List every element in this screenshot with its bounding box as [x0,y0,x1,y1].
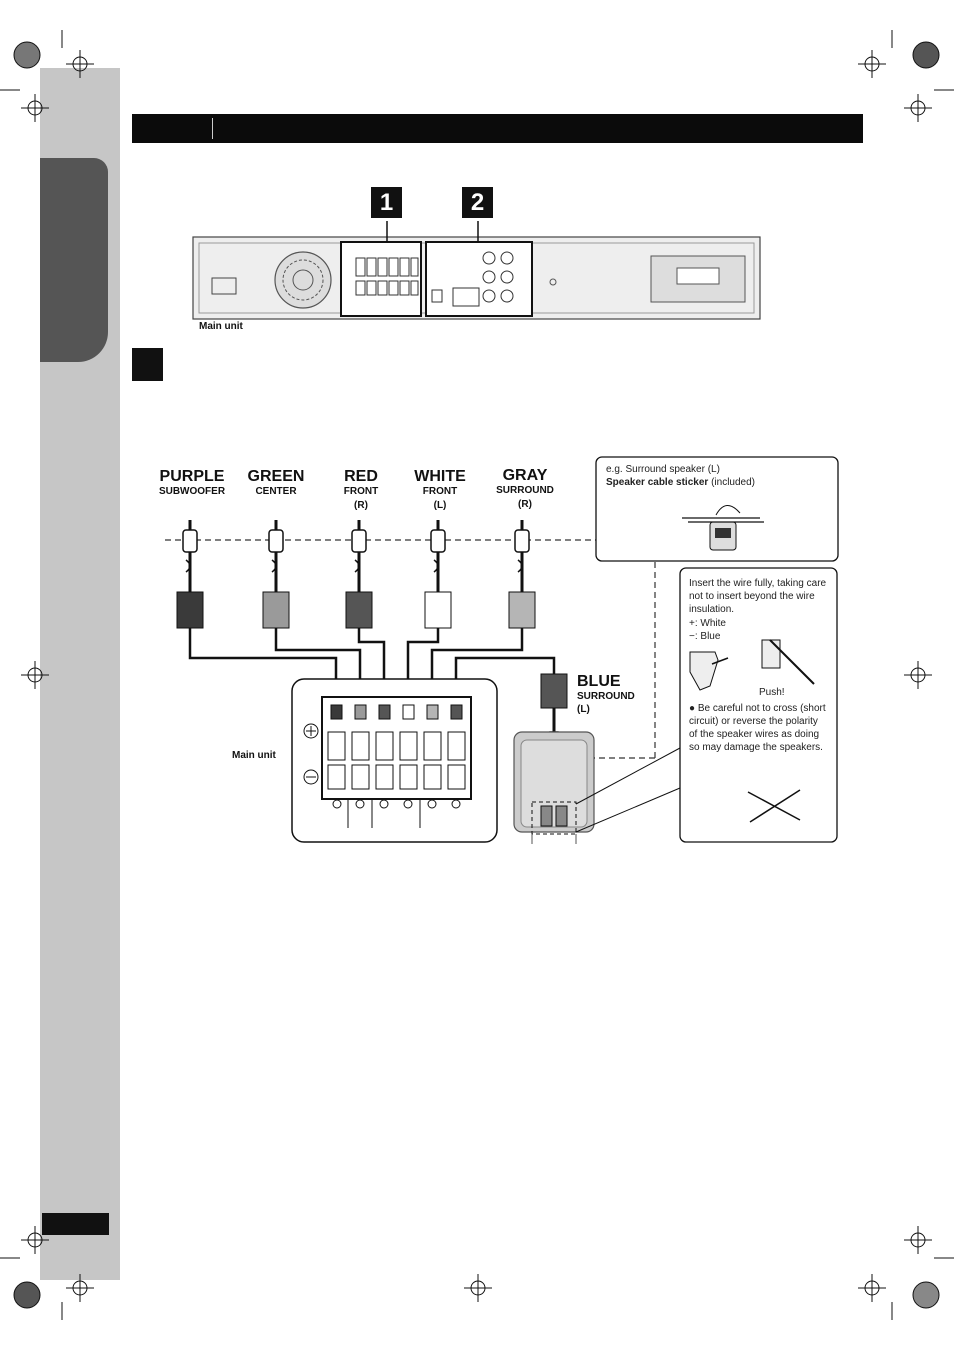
blue-label: BLUE [577,673,621,690]
surround-speaker-back [513,731,681,844]
page-number-box [42,1213,109,1235]
crosshair-icon [21,661,49,689]
crosshair-icon [858,50,886,78]
white-side: (L) [433,500,447,511]
wire-insertion-callout [679,567,838,843]
purple-label: PURPLE [159,468,225,485]
speaker-cable-green [262,520,362,698]
gray-side: (R) [518,499,532,510]
title-bar [132,114,863,143]
speaker-cable-purple [176,520,338,698]
plus-white-note: +: White [689,618,726,629]
green-role: CENTER [255,486,297,497]
step-2-badge: 2 [462,187,493,218]
crosshair-icon [66,1274,94,1302]
crosshair-icon [858,1274,886,1302]
white-label: WHITE [414,468,466,485]
wire-instruction: Insert the wire fully, taking care not t… [689,578,827,615]
red-side: (R) [354,500,368,511]
speaker-cable-gray [430,520,536,698]
red-role: FRONT [343,486,379,497]
sticker-name: Speaker cable sticker (included) [606,477,755,488]
terminal-panel [291,678,498,843]
push-label: Push! [759,687,785,698]
main-unit-rear-panel [192,221,761,320]
power-inlet-icon [211,277,237,295]
purple-role: SUBWOOFER [158,486,226,497]
minus-blue-note: −: Blue [689,631,721,642]
crosshair-icon [464,1274,492,1302]
section-tab [40,158,108,362]
crosshair-icon [904,1226,932,1254]
crosshair-icon [904,661,932,689]
gray-role: SURROUND [496,485,554,496]
sticker-example: e.g. Surround speaker (L) [606,464,720,475]
blue-role: SURROUND [577,691,635,702]
green-label: GREEN [247,468,305,485]
terminal-panel-caption: Main unit [232,750,276,761]
main-unit-caption: Main unit [199,321,243,332]
gray-label: GRAY [502,467,548,484]
sticker-callout [595,456,839,562]
speaker-cable-white [406,520,452,698]
hdmi-port-icon [452,287,480,307]
red-label: RED [344,468,378,485]
crosshair-icon [66,50,94,78]
registration-marks [0,30,954,1320]
blue-side: (L) [577,704,590,715]
step-1-badge: 1 [371,187,402,218]
caution-note: ● Be careful not to cross (short circuit… [689,703,826,753]
crosshair-icon [904,94,932,122]
crosshair-icon [21,94,49,122]
crosshair-icon [21,1226,49,1254]
speaker-terminals-outline [340,241,422,317]
step-square [132,348,163,381]
speaker-cable-red [345,520,386,698]
white-role: FRONT [422,486,458,497]
